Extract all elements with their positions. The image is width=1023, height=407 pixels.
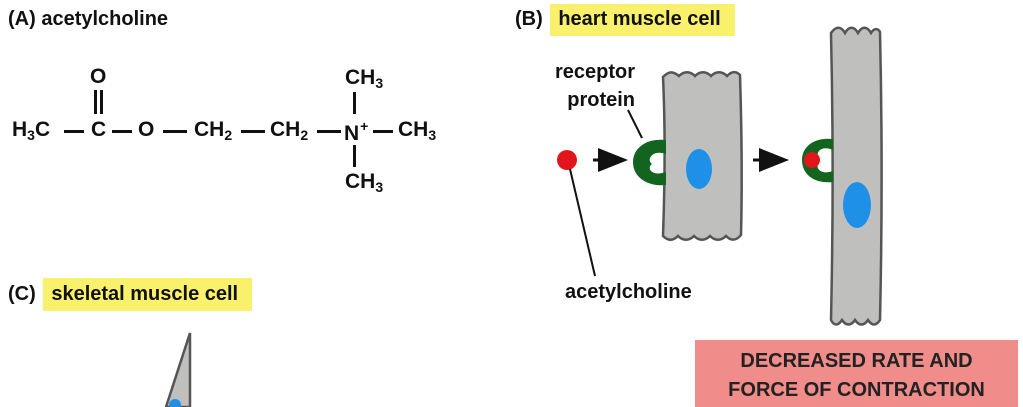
panel-c-heading: (C) skeletal muscle cell: [8, 278, 253, 311]
panel-b-heading: (B) heart muscle cell: [515, 4, 735, 36]
panel-a-title: acetylcholine: [41, 8, 169, 30]
nucleus: [843, 182, 871, 228]
methyl-group-top: CH3: [345, 66, 384, 91]
panel-b-title: heart muscle cell: [550, 4, 735, 36]
acetylcholine-label: acetylcholine: [565, 281, 692, 303]
methylene-group-1: CH2: [194, 118, 233, 143]
bond: [163, 130, 187, 133]
receptor-protein: [633, 140, 664, 185]
bond: [112, 130, 132, 133]
acetylcholine-pointer-line: [569, 168, 596, 277]
double-bond-line: [100, 90, 103, 114]
methyl-group-bottom: CH3: [345, 170, 384, 195]
bond: [373, 130, 393, 133]
panel-a-letter: (A): [8, 8, 36, 30]
nucleus: [169, 399, 181, 407]
carbonyl-carbon: C: [91, 118, 107, 141]
bond: [353, 92, 356, 114]
outcome-line-1: DECREASED RATE AND: [740, 350, 973, 372]
panel-a-heading: (A) acetylcholine: [8, 8, 168, 31]
ether-oxygen: O: [138, 118, 155, 141]
panel-b-letter: (B): [515, 8, 543, 30]
carbonyl-oxygen: O: [90, 65, 107, 88]
bond: [64, 130, 84, 133]
quaternary-nitrogen: N+: [344, 118, 369, 145]
methyl-group-left: H3C: [12, 118, 51, 143]
bond: [317, 130, 341, 133]
outcome-line-2: FORCE OF CONTRACTION: [728, 379, 985, 401]
bond: [241, 130, 265, 133]
double-bond-line: [94, 90, 97, 114]
receptor-pointer-line: [627, 109, 643, 139]
panel-c-letter: (C): [8, 283, 36, 305]
acetylcholine-bound: [804, 152, 820, 168]
nucleus: [686, 149, 712, 189]
receptor-label-line-2: protein: [567, 89, 636, 111]
panel-c-title: skeletal muscle cell: [43, 278, 253, 311]
heart-muscle-cell-relaxed: [829, 26, 883, 326]
receptor-label-line-1: receptor: [555, 61, 636, 83]
acetylcholine-molecule: [557, 150, 577, 170]
receptor-protein-label: receptor protein: [555, 58, 635, 114]
methylene-group-2: CH2: [270, 118, 309, 143]
skeletal-muscle-cell: [164, 332, 192, 407]
methyl-group-right: CH3: [398, 118, 437, 143]
decreased-rate-outcome-box: DECREASED RATE AND FORCE OF CONTRACTION: [695, 340, 1018, 407]
bond: [353, 145, 356, 167]
